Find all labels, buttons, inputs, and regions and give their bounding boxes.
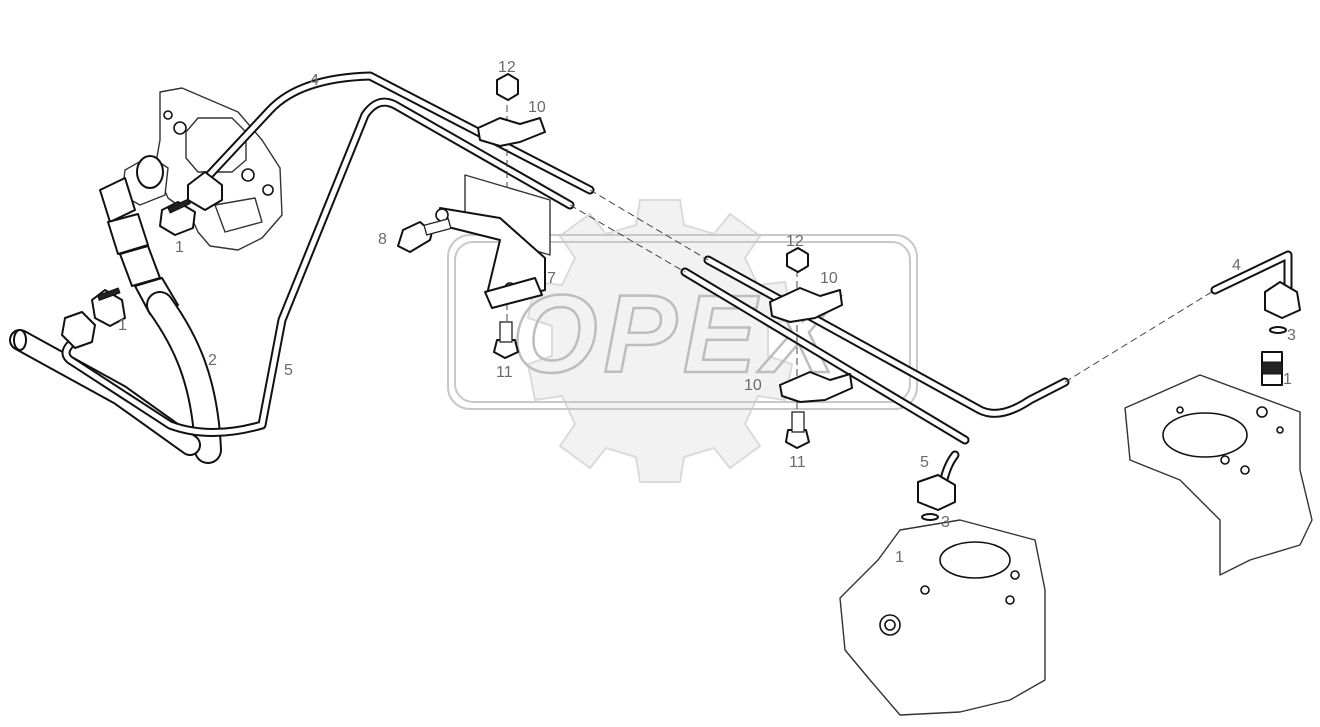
pipe-5 (61, 97, 970, 495)
callout-12-b: 12 (786, 233, 804, 250)
callout-2: 2 (208, 352, 217, 369)
pump-housing-left (121, 87, 283, 251)
callout-3-b: 3 (941, 514, 950, 531)
callout-1-a: 1 (175, 239, 184, 256)
callout-10-c: 10 (744, 377, 762, 394)
callout-11-a: 11 (496, 364, 513, 381)
callout-1-d: 1 (895, 549, 904, 566)
pipe-4 (195, 71, 1293, 418)
valve-block-center (839, 519, 1046, 716)
drain-pipe-left (9, 329, 201, 456)
valve-block-right (1124, 374, 1313, 576)
callout-5-a: 5 (284, 362, 293, 379)
callout-1-b: 1 (118, 317, 127, 334)
callout-4-b: 4 (1232, 257, 1241, 274)
bracket-assembly-upper (397, 73, 551, 359)
callout-12-a: 12 (498, 59, 516, 76)
callout-10-a: 10 (528, 99, 546, 116)
callout-labels: 1 1 1 1 2 3 3 4 4 5 5 7 8 10 10 10 11 11… (118, 59, 1296, 566)
fittings-left (61, 171, 223, 349)
callout-1-c: 1 (1283, 371, 1292, 388)
callout-3-a: 3 (1287, 327, 1296, 344)
callout-4-a: 4 (310, 72, 319, 89)
callout-8: 8 (378, 231, 387, 248)
callout-5-b: 5 (920, 454, 929, 471)
hose-2 (99, 177, 222, 464)
clamp-assembly-lower (769, 247, 853, 449)
callout-7: 7 (547, 270, 556, 287)
callout-10-b: 10 (820, 270, 838, 287)
callout-11-b: 11 (789, 454, 806, 471)
